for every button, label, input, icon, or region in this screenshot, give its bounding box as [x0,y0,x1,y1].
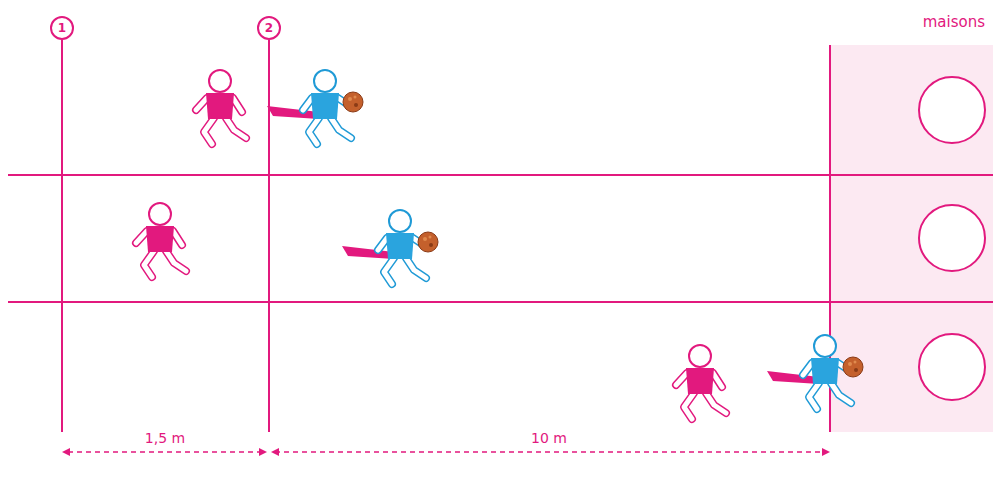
house-circle [919,205,985,271]
callout-number-text: 1 [58,22,66,34]
arrowhead [259,448,267,456]
callout-number: 1 [50,16,74,40]
callout-number: 2 [257,16,281,40]
line-two [268,40,270,432]
pink-child [196,70,246,144]
house-circle [919,77,985,143]
pink-child [676,345,726,419]
zone-heading: maisons [923,13,985,31]
dimension-line [275,451,824,453]
dimension-label: 10 m [528,431,570,446]
lane-line [8,174,993,176]
pink-child [136,203,186,277]
arrowhead [822,448,830,456]
blue-child [342,210,438,284]
house-circle [919,334,985,400]
dimension-line [68,451,263,453]
blue-child [767,335,863,409]
lane-line [8,301,993,303]
house-band: maisons [830,45,993,432]
arrowhead [62,448,70,456]
line-one [61,40,63,432]
dimension-label: 1,5 m [142,431,188,446]
arrowhead [271,448,279,456]
callout-number-text: 2 [265,22,273,34]
blue-child [267,70,363,144]
